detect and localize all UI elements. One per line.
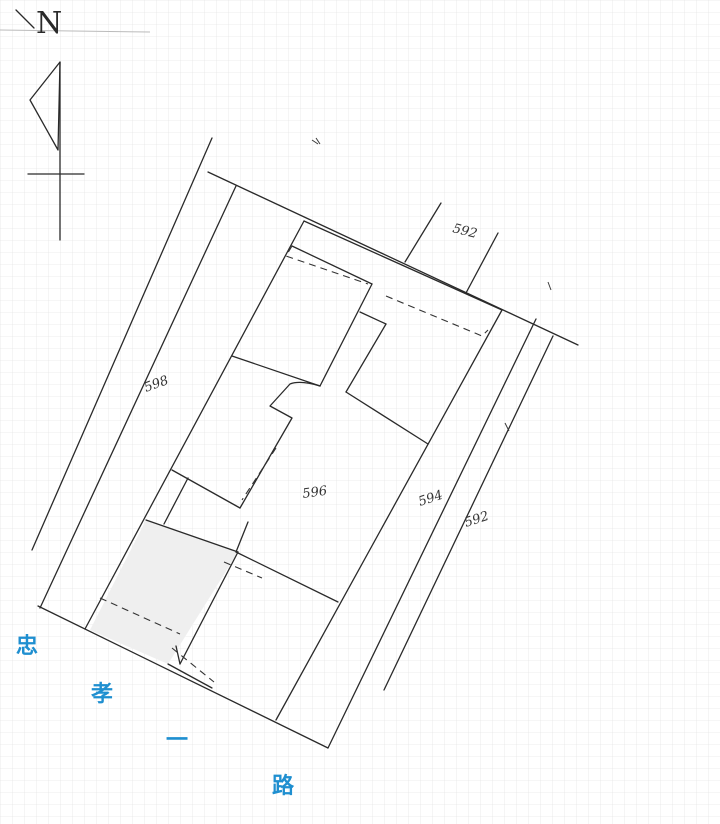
road-name-char-3: 一: [166, 728, 189, 753]
lot-number-main: 596: [301, 484, 328, 502]
road-name-char-4: 路: [272, 774, 295, 799]
north-arrow-icon: [15, 9, 85, 241]
west-strip-lines: [31, 137, 237, 609]
shaded-building-area: [90, 520, 238, 664]
dashed-projection-lines: [99, 245, 489, 683]
pencil-marks: [311, 137, 552, 432]
north-lot-strip: [404, 202, 499, 294]
main-parcel-outline: [37, 220, 503, 749]
interior-partitions: [145, 245, 429, 689]
road-name-char-2: 孝: [91, 682, 114, 707]
lot-number-east-inner: 594: [417, 488, 445, 510]
header-line: [0, 29, 151, 33]
north-label: N: [36, 6, 63, 41]
lot-number-east-outer: 592: [463, 509, 491, 531]
north-boundary: [207, 171, 579, 346]
lot-number-north: 592: [451, 221, 479, 242]
east-lot-strips: [327, 318, 554, 749]
road-name-char-1: 忠: [16, 634, 39, 659]
